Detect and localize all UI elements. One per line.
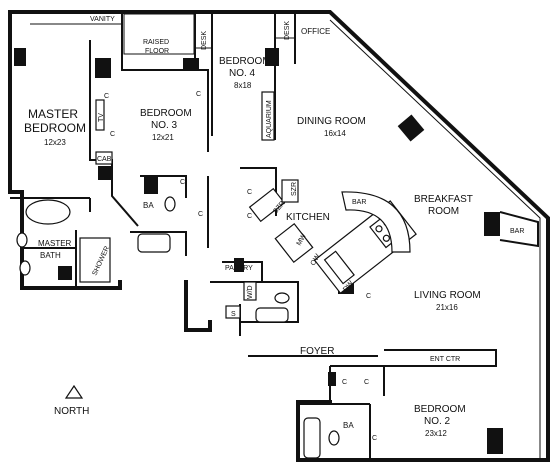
- bedroom2-name-2: NO. 2: [424, 416, 451, 427]
- breakfast-room-name-1: BREAKFAST: [414, 194, 473, 205]
- sink-label: S: [231, 311, 236, 318]
- bedroom2-name-1: BEDROOM: [414, 404, 466, 415]
- window-lines: [329, 19, 541, 460]
- dining-room-name: DINING ROOM: [297, 116, 366, 127]
- toilet-icon: [274, 292, 290, 304]
- master-bedroom-name-2: BEDROOM: [24, 121, 86, 135]
- desk-label-2: DESK: [284, 21, 291, 40]
- north-arrow-icon: [64, 384, 84, 399]
- toilet-icon: [16, 232, 28, 248]
- closet-label: C: [342, 379, 347, 386]
- bedroom4-name-2: NO. 4: [229, 68, 256, 79]
- dining-room-size: 16x14: [324, 129, 346, 138]
- raised-floor-label-1: RAISED: [143, 39, 169, 46]
- washer-dryer-label: W/D: [247, 285, 254, 299]
- bar-counter: [341, 191, 411, 253]
- closet-label: C: [364, 379, 369, 386]
- master-bedroom-size: 12x23: [44, 138, 66, 147]
- master-bath-name-2: BATH: [40, 251, 61, 260]
- closet-label: C: [366, 293, 371, 300]
- toilet-icon: [164, 196, 176, 212]
- kitchen-name: KITCHEN: [286, 212, 330, 223]
- bathtub-icon: [137, 233, 171, 253]
- bedroom2-size: 23x12: [425, 429, 447, 438]
- breakfast-room-name-2: ROOM: [428, 206, 459, 217]
- bedroom4-size: 8x18: [234, 81, 252, 90]
- bath-label: BA: [143, 201, 154, 210]
- bedroom3-size: 12x21: [152, 133, 174, 142]
- closet-label: C: [104, 93, 109, 100]
- north-label: NORTH: [54, 406, 89, 417]
- desk-label-1: DESK: [201, 31, 208, 50]
- bath-label: BA: [343, 421, 354, 430]
- closet-label: C: [110, 131, 115, 138]
- bathtub-icon: [303, 417, 321, 459]
- bedroom3-name-2: NO. 3: [151, 120, 178, 131]
- closet-label: C: [247, 189, 252, 196]
- compass: NORTH: [54, 384, 89, 417]
- toilet-icon: [19, 260, 31, 276]
- closet-label: C: [240, 265, 245, 272]
- raised-floor-label-2: FLOOR: [145, 48, 169, 55]
- toilet-icon: [328, 430, 340, 446]
- aquarium-label: AQUARIUM: [266, 100, 273, 138]
- cab-label: CAB: [97, 156, 112, 163]
- closet-label: C: [196, 91, 201, 98]
- closet-label: C: [180, 179, 185, 186]
- bedroom3-name-1: BEDROOM: [140, 108, 192, 119]
- bar-label: BAR: [510, 228, 524, 235]
- subzero-label: SZR: [291, 182, 298, 196]
- room-labels: MASTER BEDROOM 12x23 BEDROOM NO. 3 12x21…: [24, 56, 481, 438]
- bathtub-icon: [255, 307, 289, 323]
- tv-label: TV: [98, 113, 105, 122]
- outer-walls: [8, 10, 550, 462]
- closet-label: C: [247, 213, 252, 220]
- living-room-size: 21x16: [436, 303, 458, 312]
- pantry-label: PANTRY: [225, 265, 253, 272]
- vanity-label: VANITY: [90, 16, 115, 23]
- closet-label: C: [372, 435, 377, 442]
- master-bath-name-1: MASTER: [38, 239, 72, 248]
- bathtub-icon: [25, 199, 71, 225]
- bedroom4-name-1: BEDROOM: [219, 56, 271, 67]
- interior-walls: [10, 12, 539, 460]
- living-room-name: LIVING ROOM: [414, 290, 481, 301]
- master-bedroom-name-1: MASTER: [28, 107, 78, 121]
- closet-label: C: [198, 211, 203, 218]
- fixtures: [16, 13, 417, 459]
- fixture-labels: VANITY RAISED FLOOR DESK DESK OFFICE AQU…: [90, 16, 524, 442]
- bar-label: BAR: [352, 199, 366, 206]
- office-label: OFFICE: [301, 27, 330, 36]
- foyer-name: FOYER: [300, 346, 334, 357]
- ent-ctr-label: ENT CTR: [430, 356, 460, 363]
